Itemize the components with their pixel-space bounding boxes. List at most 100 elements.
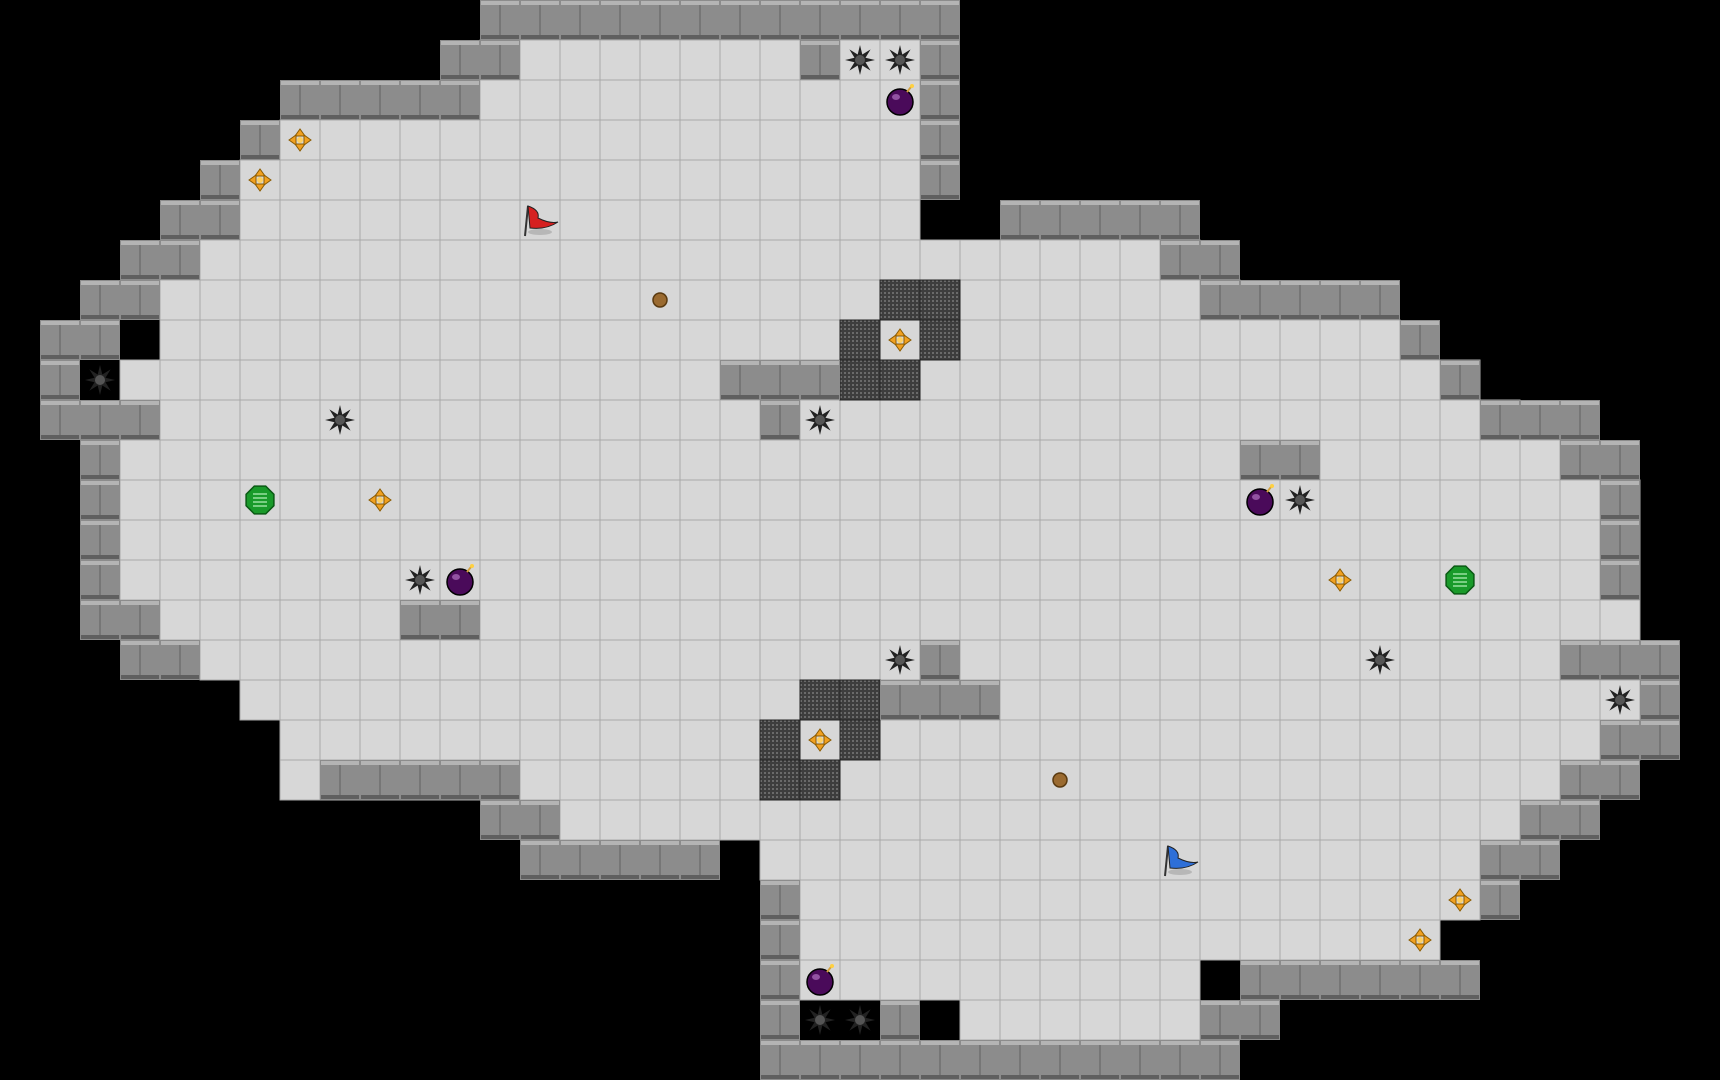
wall-block (360, 80, 400, 120)
wall-block (1600, 560, 1640, 600)
wall-block (120, 400, 160, 440)
floor-tile (1119, 599, 1161, 641)
grate-tile (879, 359, 921, 401)
floor-tile (719, 799, 761, 841)
floor-tile (519, 359, 561, 401)
floor-tile (559, 799, 601, 841)
floor-tile (1319, 319, 1361, 361)
floor-tile (879, 479, 921, 521)
floor-tile (599, 279, 641, 321)
floor-tile (839, 399, 881, 441)
floor-tile (599, 39, 641, 81)
wall-block (120, 240, 160, 280)
floor-tile (1239, 799, 1281, 841)
floor-tile (1239, 519, 1281, 561)
wall-block (1640, 720, 1680, 760)
floor-tile (1039, 399, 1081, 441)
floor-tile (919, 719, 961, 761)
floor-tile (479, 399, 521, 441)
floor-tile (1359, 679, 1401, 721)
spike-icon (805, 405, 835, 435)
floor-tile (1119, 239, 1161, 281)
floor-tile (879, 919, 921, 961)
floor-tile (279, 679, 321, 721)
floor-tile (479, 319, 521, 361)
floor-tile (1079, 719, 1121, 761)
wall-block (320, 760, 360, 800)
floor-tile (359, 639, 401, 681)
floor-tile (999, 439, 1041, 481)
floor-tile (999, 719, 1041, 761)
floor-tile (999, 399, 1041, 441)
floor-tile (1199, 639, 1241, 681)
floor-tile (1079, 439, 1121, 481)
floor-tile (439, 479, 481, 521)
floor-tile (679, 799, 721, 841)
floor-tile (1199, 359, 1241, 401)
floor-tile (599, 759, 641, 801)
floor-tile (1399, 799, 1441, 841)
floor-tile (1279, 359, 1321, 401)
floor-tile (679, 279, 721, 321)
floor-tile (159, 319, 201, 361)
wall-block (1520, 800, 1560, 840)
floor-tile (1159, 719, 1201, 761)
wall-block (1480, 840, 1520, 880)
floor-tile (319, 119, 361, 161)
floor-tile (1239, 399, 1281, 441)
floor-tile (839, 919, 881, 961)
floor-tile (759, 479, 801, 521)
floor-tile (479, 199, 521, 241)
floor-tile (439, 239, 481, 281)
floor-tile (1199, 599, 1241, 641)
floor-tile (319, 639, 361, 681)
floor-tile (359, 239, 401, 281)
floor-tile (1359, 359, 1401, 401)
wall-block (1400, 320, 1440, 360)
floor-tile (639, 159, 681, 201)
wall-block (920, 80, 960, 120)
floor-tile (1119, 319, 1161, 361)
floor-tile (1279, 679, 1321, 721)
wall-block (160, 640, 200, 680)
floor-tile (759, 599, 801, 641)
wall-block (200, 200, 240, 240)
floor-tile (1399, 439, 1441, 481)
floor-tile (1159, 759, 1201, 801)
coin-icon (1052, 772, 1068, 788)
floor-tile (999, 239, 1041, 281)
floor-tile (1119, 919, 1161, 961)
floor-tile (1119, 519, 1161, 561)
wall-block (920, 160, 960, 200)
floor-tile (199, 319, 241, 361)
floor-tile (1239, 599, 1281, 641)
wall-block (440, 600, 480, 640)
floor-tile (919, 919, 961, 961)
wall-block (800, 40, 840, 80)
floor-tile (799, 319, 841, 361)
floor-tile (319, 679, 361, 721)
floor-tile (1519, 719, 1561, 761)
floor-tile (319, 439, 361, 481)
blue-flag-icon[interactable] (1164, 845, 1199, 877)
floor-tile (959, 399, 1001, 441)
floor-tile (959, 959, 1001, 1001)
floor-tile (1159, 799, 1201, 841)
floor-tile (999, 359, 1041, 401)
floor-tile (1199, 719, 1241, 761)
floor-tile (559, 439, 601, 481)
wall-block (800, 360, 840, 400)
floor-tile (439, 679, 481, 721)
floor-tile (999, 919, 1041, 961)
wall-block (1560, 760, 1600, 800)
floor-tile (639, 319, 681, 361)
wall-block (920, 40, 960, 80)
floor-tile (279, 639, 321, 681)
floor-tile (359, 359, 401, 401)
floor-tile (799, 599, 841, 641)
floor-tile (1279, 759, 1321, 801)
floor-tile (759, 159, 801, 201)
red-flag-icon[interactable] (524, 205, 559, 237)
wall-block (880, 1000, 920, 1040)
